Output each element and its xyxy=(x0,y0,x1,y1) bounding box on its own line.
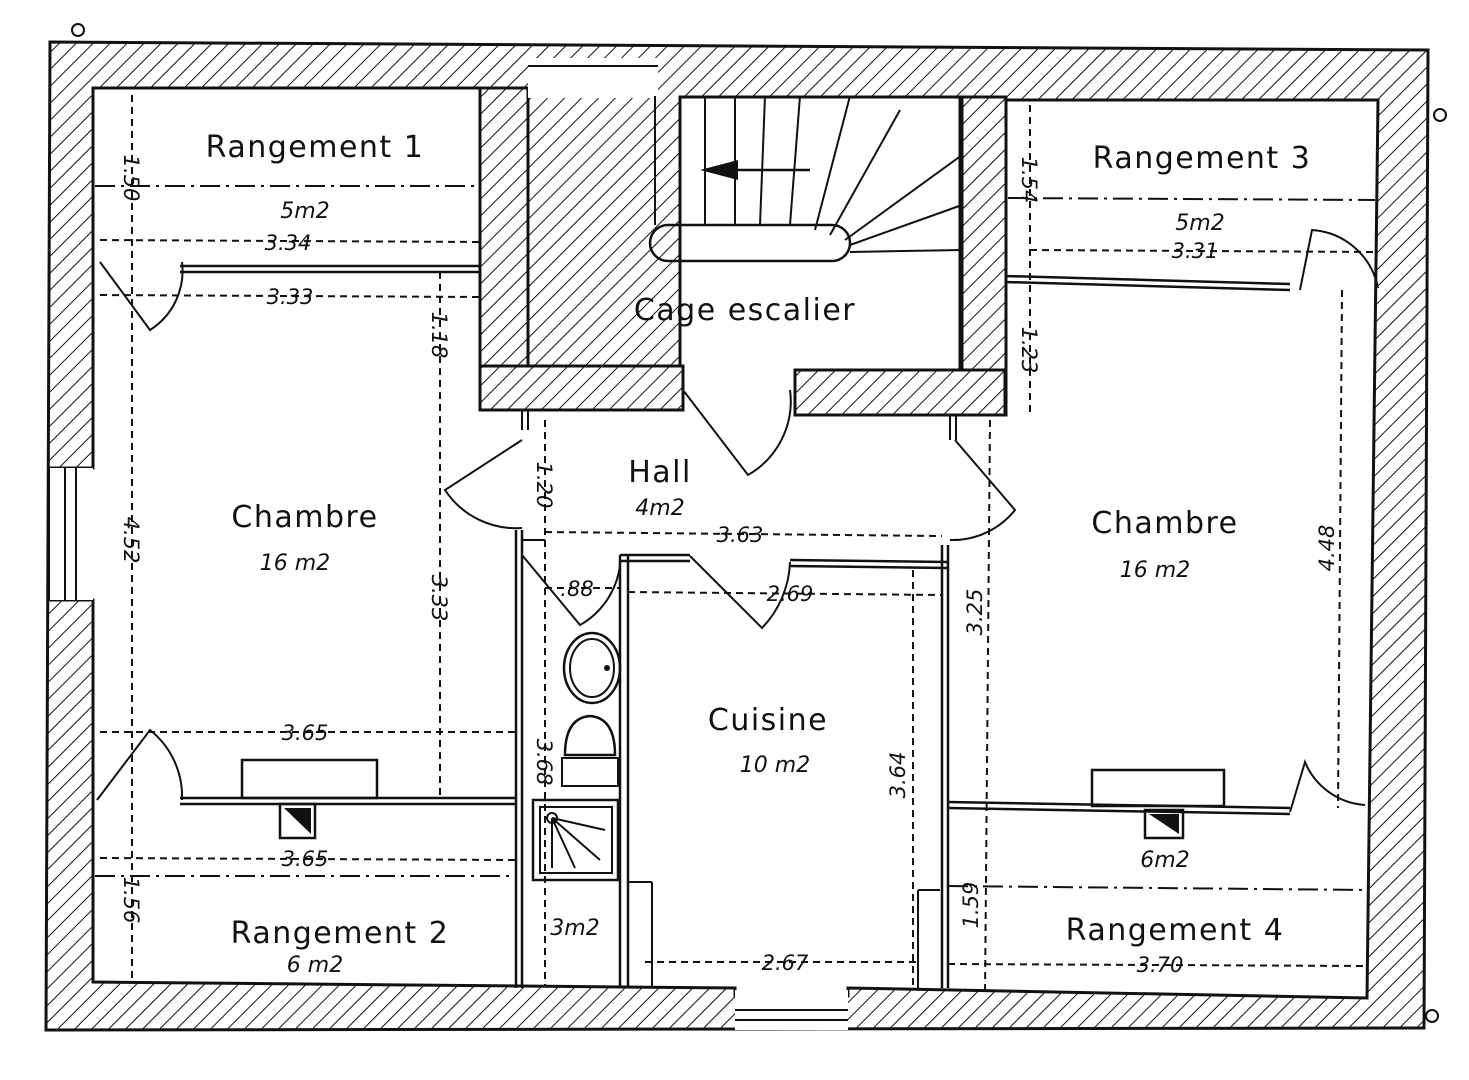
rangement-2-name: Rangement 2 xyxy=(231,916,450,951)
dim-r4-depth: 1.59 xyxy=(959,882,983,929)
dim-sdb-width: .88 xyxy=(560,577,593,601)
shelf-left xyxy=(240,758,379,800)
chambre-right-name: Chambre xyxy=(1091,506,1238,541)
stair-wall-right xyxy=(960,95,1008,417)
dimension-lines xyxy=(99,95,1376,996)
cage-escalier-name: Cage escalier xyxy=(634,293,856,328)
hall-area: 4m2 xyxy=(635,496,684,521)
rangement-3-area: 5m2 xyxy=(1175,211,1224,236)
dim-cuisine-length: 3.64 xyxy=(886,752,910,799)
stair-wall-bottom-right xyxy=(793,368,1007,417)
dim-ch-left-top: 3.33 xyxy=(267,285,314,309)
chambre-right-area: 16 m2 xyxy=(1120,558,1190,583)
chambre-left-area: 16 m2 xyxy=(260,551,330,576)
cuisine-name: Cuisine xyxy=(708,703,828,738)
toilet xyxy=(563,714,617,757)
dim-r2-width: 3.65 xyxy=(282,847,329,871)
staircase xyxy=(648,95,963,263)
exterior-walls xyxy=(44,40,1430,1032)
dim-r1-depth: 1.50 xyxy=(119,155,143,202)
dim-ch-left-bottom: 3.65 xyxy=(282,721,329,745)
dim-cuisine-top: 2.69 xyxy=(767,582,814,606)
dim-r3-depth: 1.54 xyxy=(1017,157,1041,204)
room-labels: Rangement 1 5m2 Rangement 3 5m2 Cage esc… xyxy=(206,130,1312,978)
cuisine-area: 10 m2 xyxy=(740,753,810,778)
partitions xyxy=(180,264,1291,988)
dim-ch-right-closet: 1.23 xyxy=(1017,327,1041,374)
dim-sdb-length: 3.68 xyxy=(532,739,556,786)
dimension-labels: 1.50 3.34 3.33 1.18 4.52 3.33 3.65 3.65 … xyxy=(119,155,1339,977)
dim-r3-width: 3.31 xyxy=(1172,239,1219,263)
dim-r4-width: 3.70 xyxy=(1137,953,1184,977)
dim-ch-right-length: 4.48 xyxy=(1315,525,1339,572)
dim-ch-right-inner: 3.25 xyxy=(963,589,987,636)
rangement-2-area: 6 m2 xyxy=(287,953,343,978)
bathroom-fixtures xyxy=(531,631,622,882)
dim-hall-width: 3.63 xyxy=(717,523,764,547)
dim-hall-depth: 1.20 xyxy=(532,462,556,509)
fixtures xyxy=(240,758,1226,840)
windows xyxy=(50,58,848,1030)
chambre-left-name: Chambre xyxy=(231,500,378,535)
salle-de-bain-area: 3m2 xyxy=(550,916,599,941)
rangement-4-area: 6m2 xyxy=(1140,848,1189,873)
chimney-left xyxy=(278,802,317,840)
hall-name: Hall xyxy=(628,455,692,490)
rangement-1-area: 5m2 xyxy=(280,199,329,224)
dim-r2-depth: 1.56 xyxy=(119,877,143,924)
washbasin xyxy=(562,631,622,705)
boundary-lines xyxy=(95,185,1376,891)
rangement-4-name: Rangement 4 xyxy=(1066,913,1285,948)
dim-ch-left-length: 4.52 xyxy=(119,517,143,564)
dim-ch-left-inner: 3.33 xyxy=(427,575,451,622)
rangement-3-name: Rangement 3 xyxy=(1093,141,1312,176)
stair-wall-left xyxy=(478,86,530,412)
rangement-1-name: Rangement 1 xyxy=(206,130,425,165)
shower xyxy=(531,798,620,882)
stair-wall-bottom-left xyxy=(478,364,685,412)
chimney-right xyxy=(1143,808,1185,840)
corner-marks xyxy=(71,23,1447,1023)
dim-ch-left-closet: 1.18 xyxy=(427,312,451,359)
shelf-right xyxy=(1090,768,1226,808)
dim-r1-width: 3.34 xyxy=(265,231,312,255)
dim-cuisine-bottom: 2.67 xyxy=(762,951,809,975)
